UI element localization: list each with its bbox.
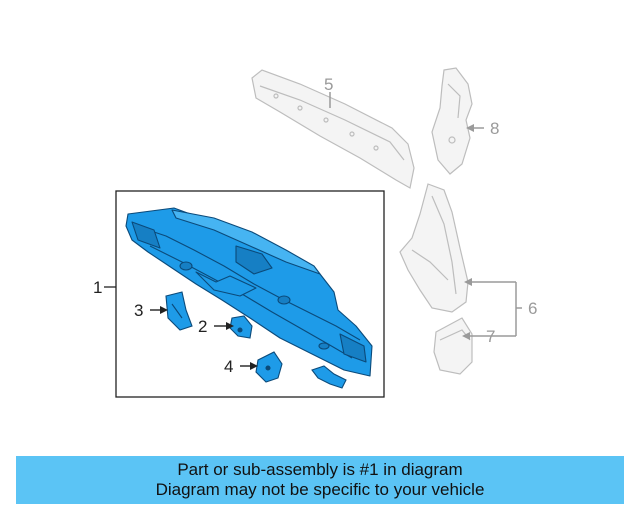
callout-5: 5 [324,75,333,94]
part-2-bracket [229,315,253,339]
leader-4-arrow [250,362,258,370]
banner-line-1: Part or sub-assembly is #1 in diagram [177,460,463,479]
subassembly-frame [115,190,385,398]
part-4-bracket [255,351,283,383]
part-1-rear-panel [125,207,373,377]
banner-line-2: Diagram may not be specific to your vehi… [155,480,485,499]
loose-clip [311,365,347,389]
callout-8: 8 [490,119,499,138]
callout-6: 6 [528,299,537,318]
callout-1: 1 [93,278,102,297]
parts-diagram: 5 8 6 7 1 [93,67,537,398]
part-5-reinforcement [251,69,415,189]
part-6-side-panel [399,183,469,313]
part-3-bracket [165,291,193,331]
callout-2: 2 [198,317,207,336]
leader-3-arrow [160,306,168,314]
leader-6-arrow [464,278,472,286]
callout-4: 4 [224,357,233,376]
part-8-bracket [431,67,473,175]
callout-3: 3 [134,301,143,320]
part-7-bracket [433,317,473,375]
leader-7-arrow [462,332,470,340]
info-banner: Part or sub-assembly is #1 in diagram Di… [16,456,624,504]
callout-7: 7 [486,327,495,346]
leader-2-arrow [226,322,234,330]
leader-8-arrow [466,124,474,132]
